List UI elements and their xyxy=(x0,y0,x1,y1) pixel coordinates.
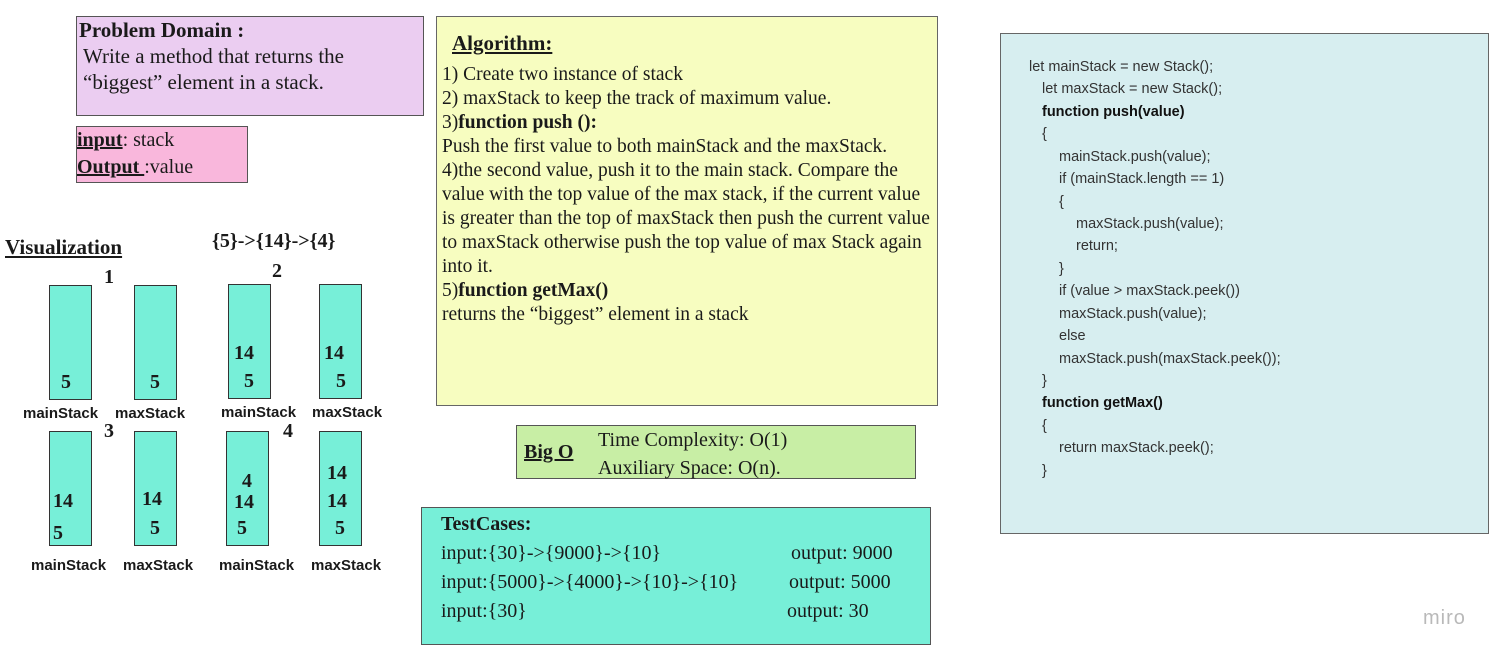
test-case-output: output: 9000 xyxy=(791,542,893,564)
algorithm-step-3-heading: 3)function push (): xyxy=(442,111,931,135)
big-o-label: Big O xyxy=(524,441,574,463)
panel-2-main-stack: 14 5 xyxy=(228,284,271,399)
code-line: { xyxy=(1059,194,1064,210)
panel-4-main-label: mainStack xyxy=(219,557,295,574)
code-line: return; xyxy=(1076,238,1118,254)
problem-domain-box: Problem Domain : Write a method that ret… xyxy=(76,16,424,116)
stack-value: 5 xyxy=(335,517,345,539)
stack-value: 5 xyxy=(61,371,71,393)
code-line: let mainStack = new Stack(); xyxy=(1029,59,1214,75)
test-case-output: output: 30 xyxy=(787,600,869,622)
stack-value: 14 xyxy=(327,462,347,484)
panel-4-number: 4 xyxy=(283,420,293,442)
problem-domain-text: Write a method that returns the “biggest… xyxy=(83,44,344,94)
code-line: { xyxy=(1042,126,1047,142)
visualization-sequence: {5}->{14}->{4} xyxy=(212,230,336,252)
output-label: Output xyxy=(77,156,145,178)
code-line: if (value > maxStack.peek()) xyxy=(1059,283,1240,299)
step-title: function getMax() xyxy=(458,280,609,301)
code-line: function getMax() xyxy=(1042,395,1163,411)
miro-watermark: miro xyxy=(1423,607,1466,629)
input-label: input xyxy=(77,129,123,151)
panel-3-max-stack: 14 5 xyxy=(134,431,177,546)
code-line: } xyxy=(1042,463,1047,479)
stack-value: 14 xyxy=(324,342,344,364)
panel-2-max-label: maxStack xyxy=(312,404,383,421)
code-line: maxStack.push(value); xyxy=(1076,216,1224,232)
panel-1-max-label: maxStack xyxy=(115,405,186,422)
stack-value: 5 xyxy=(244,370,254,392)
code-line: return maxStack.peek(); xyxy=(1059,440,1214,456)
panel-2-max-stack: 14 5 xyxy=(319,284,362,399)
algorithm-step-4: 4)the second value, push it to the main … xyxy=(442,160,930,277)
code-line: { xyxy=(1042,418,1047,434)
panel-3-max-label: maxStack xyxy=(123,557,194,574)
test-cases-box: TestCases: input:{30}->{9000}->{10} outp… xyxy=(421,507,931,645)
test-case-input: input:{30}->{9000}->{10} xyxy=(441,542,662,564)
code-line: function push(value) xyxy=(1042,104,1185,120)
input-output-box: input: stack Output :value xyxy=(76,126,248,183)
panel-1-main-label: mainStack xyxy=(23,405,99,422)
stack-value: 5 xyxy=(150,371,160,393)
input-value: : stack xyxy=(122,129,175,151)
stack-value: 5 xyxy=(336,370,346,392)
algorithm-step-5-text: returns the “biggest” element in a stack xyxy=(442,304,749,325)
code-line: else xyxy=(1059,328,1086,344)
algorithm-step-3-text: Push the first value to both mainStack a… xyxy=(442,136,888,157)
panel-3-main-stack: 14 5 xyxy=(49,431,92,546)
algorithm-box: Algorithm: 1) Create two instance of sta… xyxy=(436,16,938,406)
code-line: let maxStack = new Stack(); xyxy=(1042,81,1223,97)
output-value: :value xyxy=(144,156,194,178)
code-line: maxStack.push(value); xyxy=(1059,306,1207,322)
algorithm-title: Algorithm: xyxy=(452,31,553,55)
code-line: } xyxy=(1059,261,1064,277)
stack-value: 14 xyxy=(53,490,73,512)
panel-4-max-label: maxStack xyxy=(311,557,382,574)
code-line: if (mainStack.length == 1) xyxy=(1059,171,1225,187)
panel-3-main-label: mainStack xyxy=(31,557,107,574)
stack-value: 14 xyxy=(234,342,254,364)
step-number: 3) xyxy=(442,112,459,133)
stack-value: 14 xyxy=(234,491,254,513)
stack-value: 5 xyxy=(53,522,63,544)
panel-4-max-stack: 14 14 5 xyxy=(319,431,362,546)
code-box: let mainStack = new Stack(); let maxStac… xyxy=(1000,33,1489,534)
stack-value: 4 xyxy=(242,470,252,492)
visualization-title: Visualization xyxy=(5,235,123,259)
stack-value: 14 xyxy=(327,490,347,512)
panel-1-number: 1 xyxy=(104,266,114,288)
test-cases-title: TestCases: xyxy=(441,513,532,535)
panel-4-main-stack: 4 14 5 xyxy=(226,431,269,546)
step-title: function push (): xyxy=(458,112,597,133)
panel-3-number: 3 xyxy=(104,420,114,442)
big-o-box: Big O Time Complexity: O(1) Auxiliary Sp… xyxy=(516,425,916,479)
time-complexity: Time Complexity: O(1) xyxy=(598,429,788,451)
test-case-output: output: 5000 xyxy=(789,571,891,593)
step-number: 5) xyxy=(442,280,459,301)
space-complexity: Auxiliary Space: O(n). xyxy=(598,457,781,479)
stack-value: 5 xyxy=(237,517,247,539)
algorithm-step-5-heading: 5)function getMax() xyxy=(442,279,931,303)
panel-1-main-stack: 5 xyxy=(49,285,92,400)
panel-2-main-label: mainStack xyxy=(221,404,297,421)
problem-domain-title: Problem Domain : xyxy=(79,18,245,42)
panel-1-max-stack: 5 xyxy=(134,285,177,400)
code-line: mainStack.push(value); xyxy=(1059,149,1211,165)
algorithm-step-1: 1) Create two instance of stack xyxy=(442,64,683,85)
test-case-input: input:{30} xyxy=(441,600,527,622)
stack-value: 5 xyxy=(150,517,160,539)
test-case-input: input:{5000}->{4000}->{10}->{10} xyxy=(441,571,739,593)
algorithm-step-2: 2) maxStack to keep the track of maximum… xyxy=(442,88,832,109)
panel-2-number: 2 xyxy=(272,260,282,282)
code-line: } xyxy=(1042,373,1047,389)
stack-value: 14 xyxy=(142,488,162,510)
code-line: maxStack.push(maxStack.peek()); xyxy=(1059,351,1281,367)
